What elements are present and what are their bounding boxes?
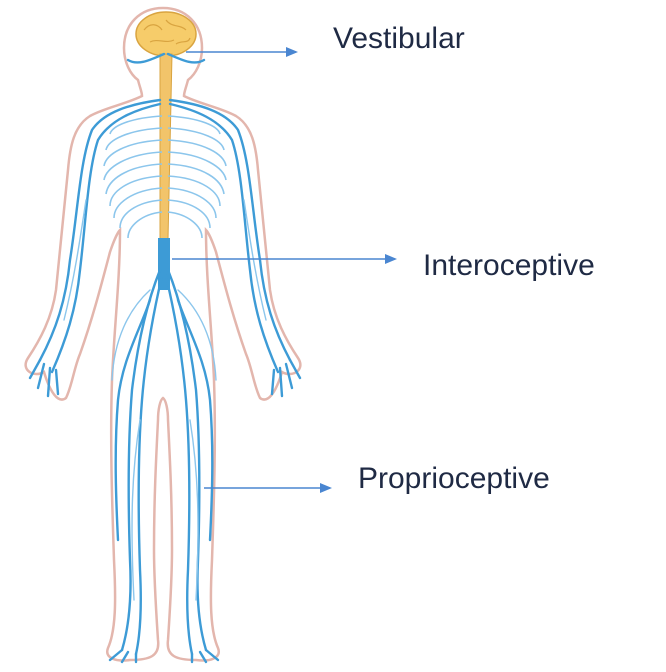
label-vestibular: Vestibular: [333, 24, 465, 54]
label-proprioceptive: Proprioceptive: [358, 464, 550, 494]
label-interoceptive: Interoceptive: [423, 251, 595, 281]
brain: [136, 12, 196, 56]
